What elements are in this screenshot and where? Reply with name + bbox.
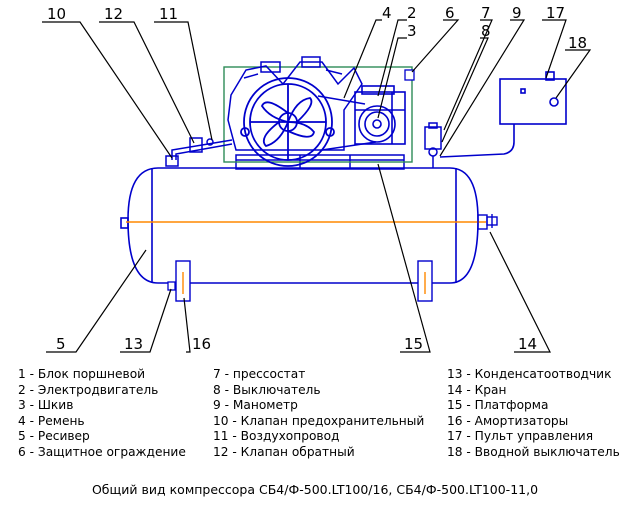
legend-item: 3 - Шкив — [18, 398, 74, 413]
legend-col-3: 13 - Конденсатоотводчик 14 - Кран 15 - П… — [447, 367, 620, 461]
callout-12: 12 — [104, 5, 123, 23]
receiver-tank — [120, 167, 479, 284]
legend-item: 17 - Пульт управления — [447, 429, 594, 444]
callout-13: 13 — [124, 335, 143, 353]
callout-2: 2 — [407, 4, 417, 22]
legend-item: 8 - Выключатель — [213, 382, 321, 397]
callout-14: 14 — [518, 335, 537, 353]
callout-17: 17 — [546, 4, 565, 22]
legend-item: 11 - Воздухопровод — [213, 429, 340, 444]
figure-caption: Общий вид компрессора СБ4/Ф-500.LT100/16… — [91, 482, 539, 497]
legend-item: 12 - Клапан обратный — [213, 444, 355, 459]
callout-15: 15 — [404, 335, 423, 353]
air-line — [165, 137, 233, 167]
pulley — [358, 105, 396, 143]
tap — [477, 214, 498, 230]
callout-3: 3 — [407, 22, 417, 40]
legend-item: 1 - Блок поршневой — [18, 367, 146, 381]
flywheel — [240, 77, 335, 167]
pressure-switch — [424, 122, 442, 168]
legend-item: 4 - Ремень — [18, 413, 85, 428]
callout-9: 9 — [512, 4, 522, 22]
legend-item: 9 - Манометр — [213, 398, 298, 413]
legend-col-1: 1 - Блок поршневой 2 - Электродвигатель … — [18, 367, 186, 461]
callout-18: 18 — [568, 34, 587, 52]
guard-bracket — [404, 69, 415, 81]
legend-item: 14 - Кран — [447, 382, 507, 397]
condensate-drain — [167, 281, 176, 291]
callout-8: 8 — [481, 22, 491, 40]
callout-7: 7 — [481, 4, 491, 22]
callout-5: 5 — [56, 335, 66, 353]
legend-item: 7 - прессостат — [213, 367, 306, 381]
callout-16: 16 — [192, 335, 211, 353]
callout-labels: 10 12 11 4 2 3 6 7 8 9 17 18 5 13 16 15 … — [47, 4, 587, 353]
legend-item: 13 - Конденсатоотводчик — [447, 367, 612, 381]
callout-11: 11 — [159, 5, 178, 23]
callout-10: 10 — [47, 5, 66, 23]
legend-item: 10 - Клапан предохранительный — [213, 413, 425, 428]
legend-item: 16 - Амортизаторы — [447, 413, 569, 428]
legend-item: 6 - Защитное ограждение — [18, 444, 186, 459]
legend-item: 2 - Электродвигатель — [18, 382, 159, 397]
callout-6: 6 — [445, 4, 455, 22]
legend-col-2: 7 - прессостат 8 - Выключатель 9 - Маном… — [213, 367, 424, 461]
legend-item: 18 - Вводной выключатель — [447, 444, 620, 459]
control-panel — [439, 71, 567, 158]
support-feet — [175, 260, 433, 302]
legend-item: 15 - Платформа — [447, 398, 549, 413]
callout-4: 4 — [382, 4, 392, 22]
leader-lines — [42, 19, 592, 353]
legend-item: 5 - Ресивер — [18, 429, 90, 444]
